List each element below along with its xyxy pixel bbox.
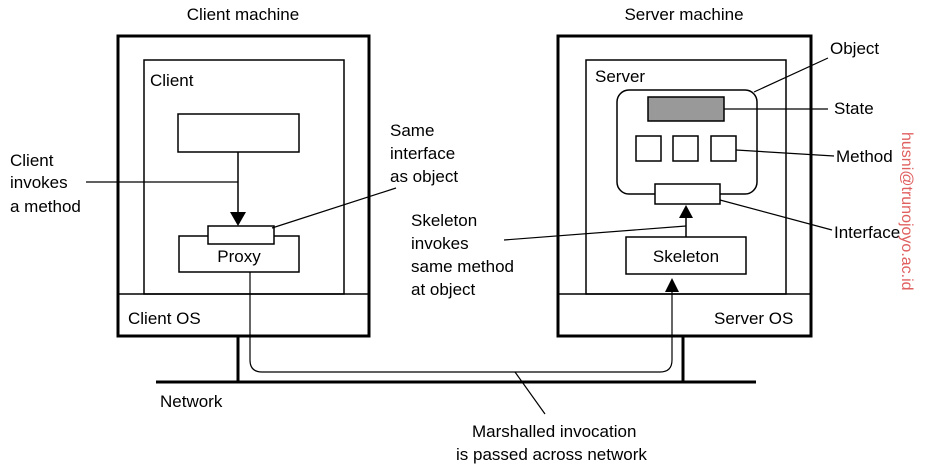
server-machine-title: Server machine xyxy=(624,5,743,24)
marshalled-path xyxy=(249,272,673,373)
interface-label: Interface xyxy=(834,223,900,242)
client-os-label: Client OS xyxy=(128,309,201,328)
skeleton-invokes-line2: invokes xyxy=(411,234,469,253)
network-label: Network xyxy=(160,392,223,411)
object-interface-box xyxy=(654,183,721,205)
object-method-box-2 xyxy=(672,135,699,162)
marshalled-arrowhead xyxy=(665,278,679,292)
skeleton-invokes-line4: at object xyxy=(411,280,476,299)
object-state-box xyxy=(647,96,725,122)
proxy-interface-box xyxy=(207,225,275,245)
proxy-label: Proxy xyxy=(217,247,261,266)
watermark-text: husni@trunojoyo.ac.id xyxy=(898,132,915,291)
object-method-box-3 xyxy=(710,135,737,162)
skeleton-label: Skeleton xyxy=(653,247,719,266)
marshalled-line1: Marshalled invocation xyxy=(472,422,636,441)
client-machine-box xyxy=(116,34,371,338)
client-process-box xyxy=(143,59,345,295)
skeleton-up-arrowhead xyxy=(679,205,693,218)
same-interface-line2: interface xyxy=(390,144,455,163)
server-process-box xyxy=(585,59,787,295)
client-invokes-line2: invokes xyxy=(10,173,68,192)
object-label: Object xyxy=(830,39,879,58)
client-code-box xyxy=(177,113,300,153)
method-pointer xyxy=(735,149,835,157)
client-invokes-line1: Client xyxy=(10,151,54,170)
object-method-box-1 xyxy=(635,135,662,162)
interface-pointer xyxy=(719,199,833,231)
skeleton-invokes-line3: same method xyxy=(411,257,514,276)
same-interface-pointer xyxy=(271,187,397,229)
state-label: State xyxy=(834,99,874,118)
marshalled-line2: is passed across network xyxy=(456,445,647,464)
client-invokes-line3: a method xyxy=(10,197,81,216)
method-label: Method xyxy=(836,147,893,166)
invoke-arrowhead xyxy=(230,212,246,226)
same-interface-line3: as object xyxy=(390,167,458,186)
skeleton-box xyxy=(625,236,747,275)
same-interface-line1: Same xyxy=(390,121,434,140)
marshalled-pointer xyxy=(514,371,546,415)
skeleton-invokes-pointer xyxy=(503,225,687,241)
server-os-label: Server OS xyxy=(714,309,793,328)
server-process-label: Server xyxy=(595,67,645,86)
skeleton-invokes-line1: Skeleton xyxy=(411,211,477,230)
client-process-label: Client xyxy=(150,71,194,90)
object-pointer xyxy=(753,57,829,93)
client-machine-title: Client machine xyxy=(187,5,299,24)
